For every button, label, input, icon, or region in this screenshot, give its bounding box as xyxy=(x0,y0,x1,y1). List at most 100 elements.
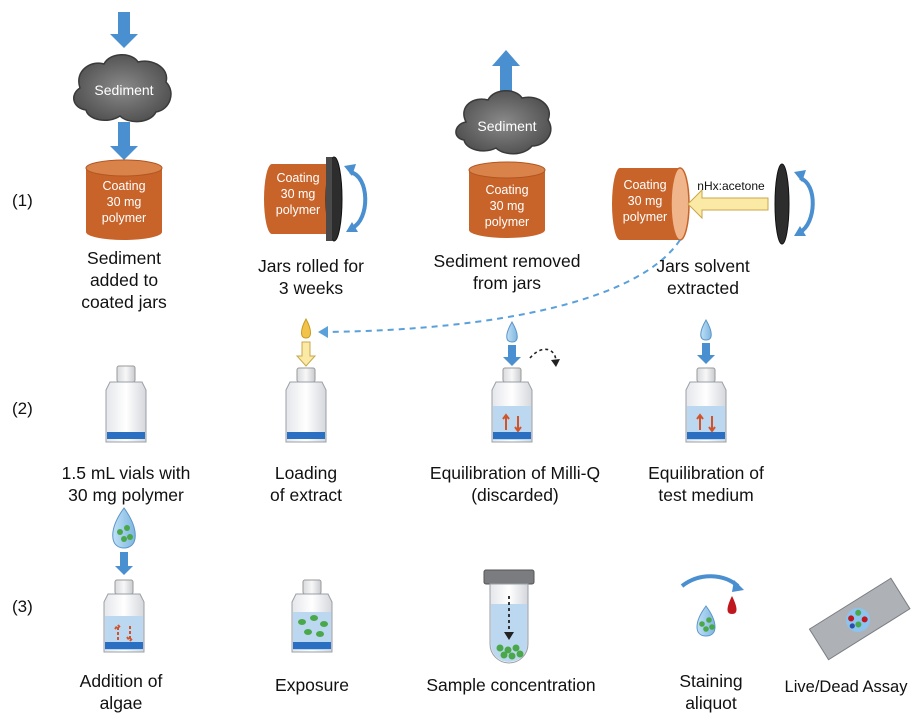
caption-line: Staining xyxy=(679,671,743,691)
caption-loading-extract: Loading of extract xyxy=(256,462,356,506)
exchange-arrows-icon xyxy=(114,623,134,643)
down-arrow-icon xyxy=(115,552,133,575)
coating-label: polymer xyxy=(102,211,146,225)
extraction-jar xyxy=(612,168,678,240)
step1-sediment-added: Sediment Coating 30 mg polymer xyxy=(73,12,172,240)
caption-line: coated jars xyxy=(81,292,167,312)
solvent-arrow xyxy=(687,188,769,220)
vial-exposure xyxy=(291,579,333,653)
caption-line: (discarded) xyxy=(471,485,559,505)
caption-equilibration-test: Equilibration of test medium xyxy=(636,462,776,506)
water-drop xyxy=(506,321,518,343)
sediment-label: Sediment xyxy=(94,82,153,98)
vial-cap xyxy=(302,579,322,595)
caption-line: from jars xyxy=(472,273,542,293)
coating-label: 30 mg xyxy=(490,199,525,213)
vial-milliq xyxy=(491,321,560,443)
caption-live-dead-assay: Live/Dead Assay xyxy=(784,678,908,696)
caption-sediment-removed: Sediment removed from jars xyxy=(432,250,582,294)
caption-solvent-extracted: Jars solvent extracted xyxy=(643,255,763,299)
caption-line: Equilibration of Milli-Q xyxy=(429,463,601,483)
caption-line: aliquot xyxy=(685,693,737,713)
caption-jars-rolled: Jars rolled for 3 weeks xyxy=(246,255,376,299)
down-arrow-icon xyxy=(110,122,138,160)
vial-algae-addition xyxy=(103,507,145,653)
algae-pellet xyxy=(496,644,524,660)
coating-label: polymer xyxy=(276,203,320,217)
vial-polymer-coating xyxy=(107,432,145,439)
empty-jar xyxy=(469,170,545,238)
caption-line: 1.5 mL vials with xyxy=(61,463,191,483)
caption-line: algae xyxy=(99,693,143,713)
caption-addition-algae: Addition of algae xyxy=(66,670,176,714)
rolled-jar-body xyxy=(264,164,328,234)
caption-exposure: Exposure xyxy=(275,675,349,695)
vial-cap xyxy=(114,579,134,595)
discard-arrow-icon xyxy=(529,348,557,363)
caption-line: 30 mg polymer xyxy=(68,485,184,505)
vial-polymer-coating xyxy=(105,642,143,649)
sediment-cloud xyxy=(455,90,552,155)
water-drop xyxy=(700,319,712,341)
caption-line: Equilibration of xyxy=(648,463,764,483)
coating-label: 30 mg xyxy=(628,194,663,208)
jar-lid-band xyxy=(326,157,332,241)
rotate-arrow-icon xyxy=(349,170,368,230)
caption-line: Sediment removed xyxy=(433,251,581,271)
jar-top xyxy=(85,159,163,177)
rotate-arrow-icon xyxy=(798,176,815,234)
coated-jar xyxy=(86,168,162,240)
caption-line: Jars solvent xyxy=(656,256,750,276)
jar-lid xyxy=(774,163,790,245)
algae-cells xyxy=(298,615,328,637)
caption-line: Addition of xyxy=(79,671,163,691)
caption-sample-concentration: Sample concentration xyxy=(426,675,596,695)
vial-polymer-coating xyxy=(687,432,725,439)
caption-vials-polymer: 1.5 mL vials with 30 mg polymer xyxy=(56,462,196,506)
down-arrow-icon xyxy=(697,343,715,364)
coating-label: 30 mg xyxy=(281,187,316,201)
caption-line: added to xyxy=(89,270,159,290)
coating-label: Coating xyxy=(485,183,528,197)
coating-label: Coating xyxy=(276,171,319,185)
transfer-arrow-icon xyxy=(680,574,740,588)
vial-test-medium xyxy=(685,319,727,443)
sediment-cloud xyxy=(73,54,172,123)
transfer-dashed-line xyxy=(323,239,681,333)
coating-label: Coating xyxy=(623,178,666,192)
vial-cap xyxy=(116,365,136,383)
live-dead-slide xyxy=(808,577,911,661)
row-label-3: (3) xyxy=(12,597,33,616)
vial-polymer-coating xyxy=(293,642,331,649)
vial-empty xyxy=(105,365,147,443)
transfer-arrow-head xyxy=(318,326,328,338)
vial-loading xyxy=(285,317,327,443)
vial-polymer-coating xyxy=(287,432,325,439)
caption-line: test medium xyxy=(658,485,754,505)
step4-solvent-extraction: Coating 30 mg polymer nHx:acetone xyxy=(318,163,815,338)
row-label-2: (2) xyxy=(12,399,33,418)
down-arrow-icon xyxy=(503,345,521,366)
caption-staining-aliquot: Staining aliquot xyxy=(666,670,756,714)
tube-cap xyxy=(483,569,535,585)
vial-cap xyxy=(296,367,316,383)
exchange-arrows-icon xyxy=(502,413,522,433)
caption-line: extracted xyxy=(667,278,739,298)
solvent-label: nHx:acetone xyxy=(697,179,765,193)
jar-top xyxy=(468,161,546,179)
down-arrow-icon xyxy=(295,341,317,367)
vial-body xyxy=(285,381,327,443)
extract-drop xyxy=(301,317,311,339)
caption-line: of extract xyxy=(270,485,342,505)
coating-label: polymer xyxy=(623,210,667,224)
step2-rolled-jar: Coating 30 mg polymer xyxy=(264,156,368,242)
vial-cap xyxy=(696,367,716,383)
down-arrow-icon xyxy=(110,12,138,48)
exchange-arrows-icon xyxy=(696,413,716,433)
vial-polymer-coating xyxy=(493,432,531,439)
staining-aliquot xyxy=(680,574,744,637)
sediment-label: Sediment xyxy=(477,118,536,134)
vial-body xyxy=(105,381,147,443)
discard-arrow-head xyxy=(551,359,560,367)
coating-label: Coating xyxy=(102,179,145,193)
